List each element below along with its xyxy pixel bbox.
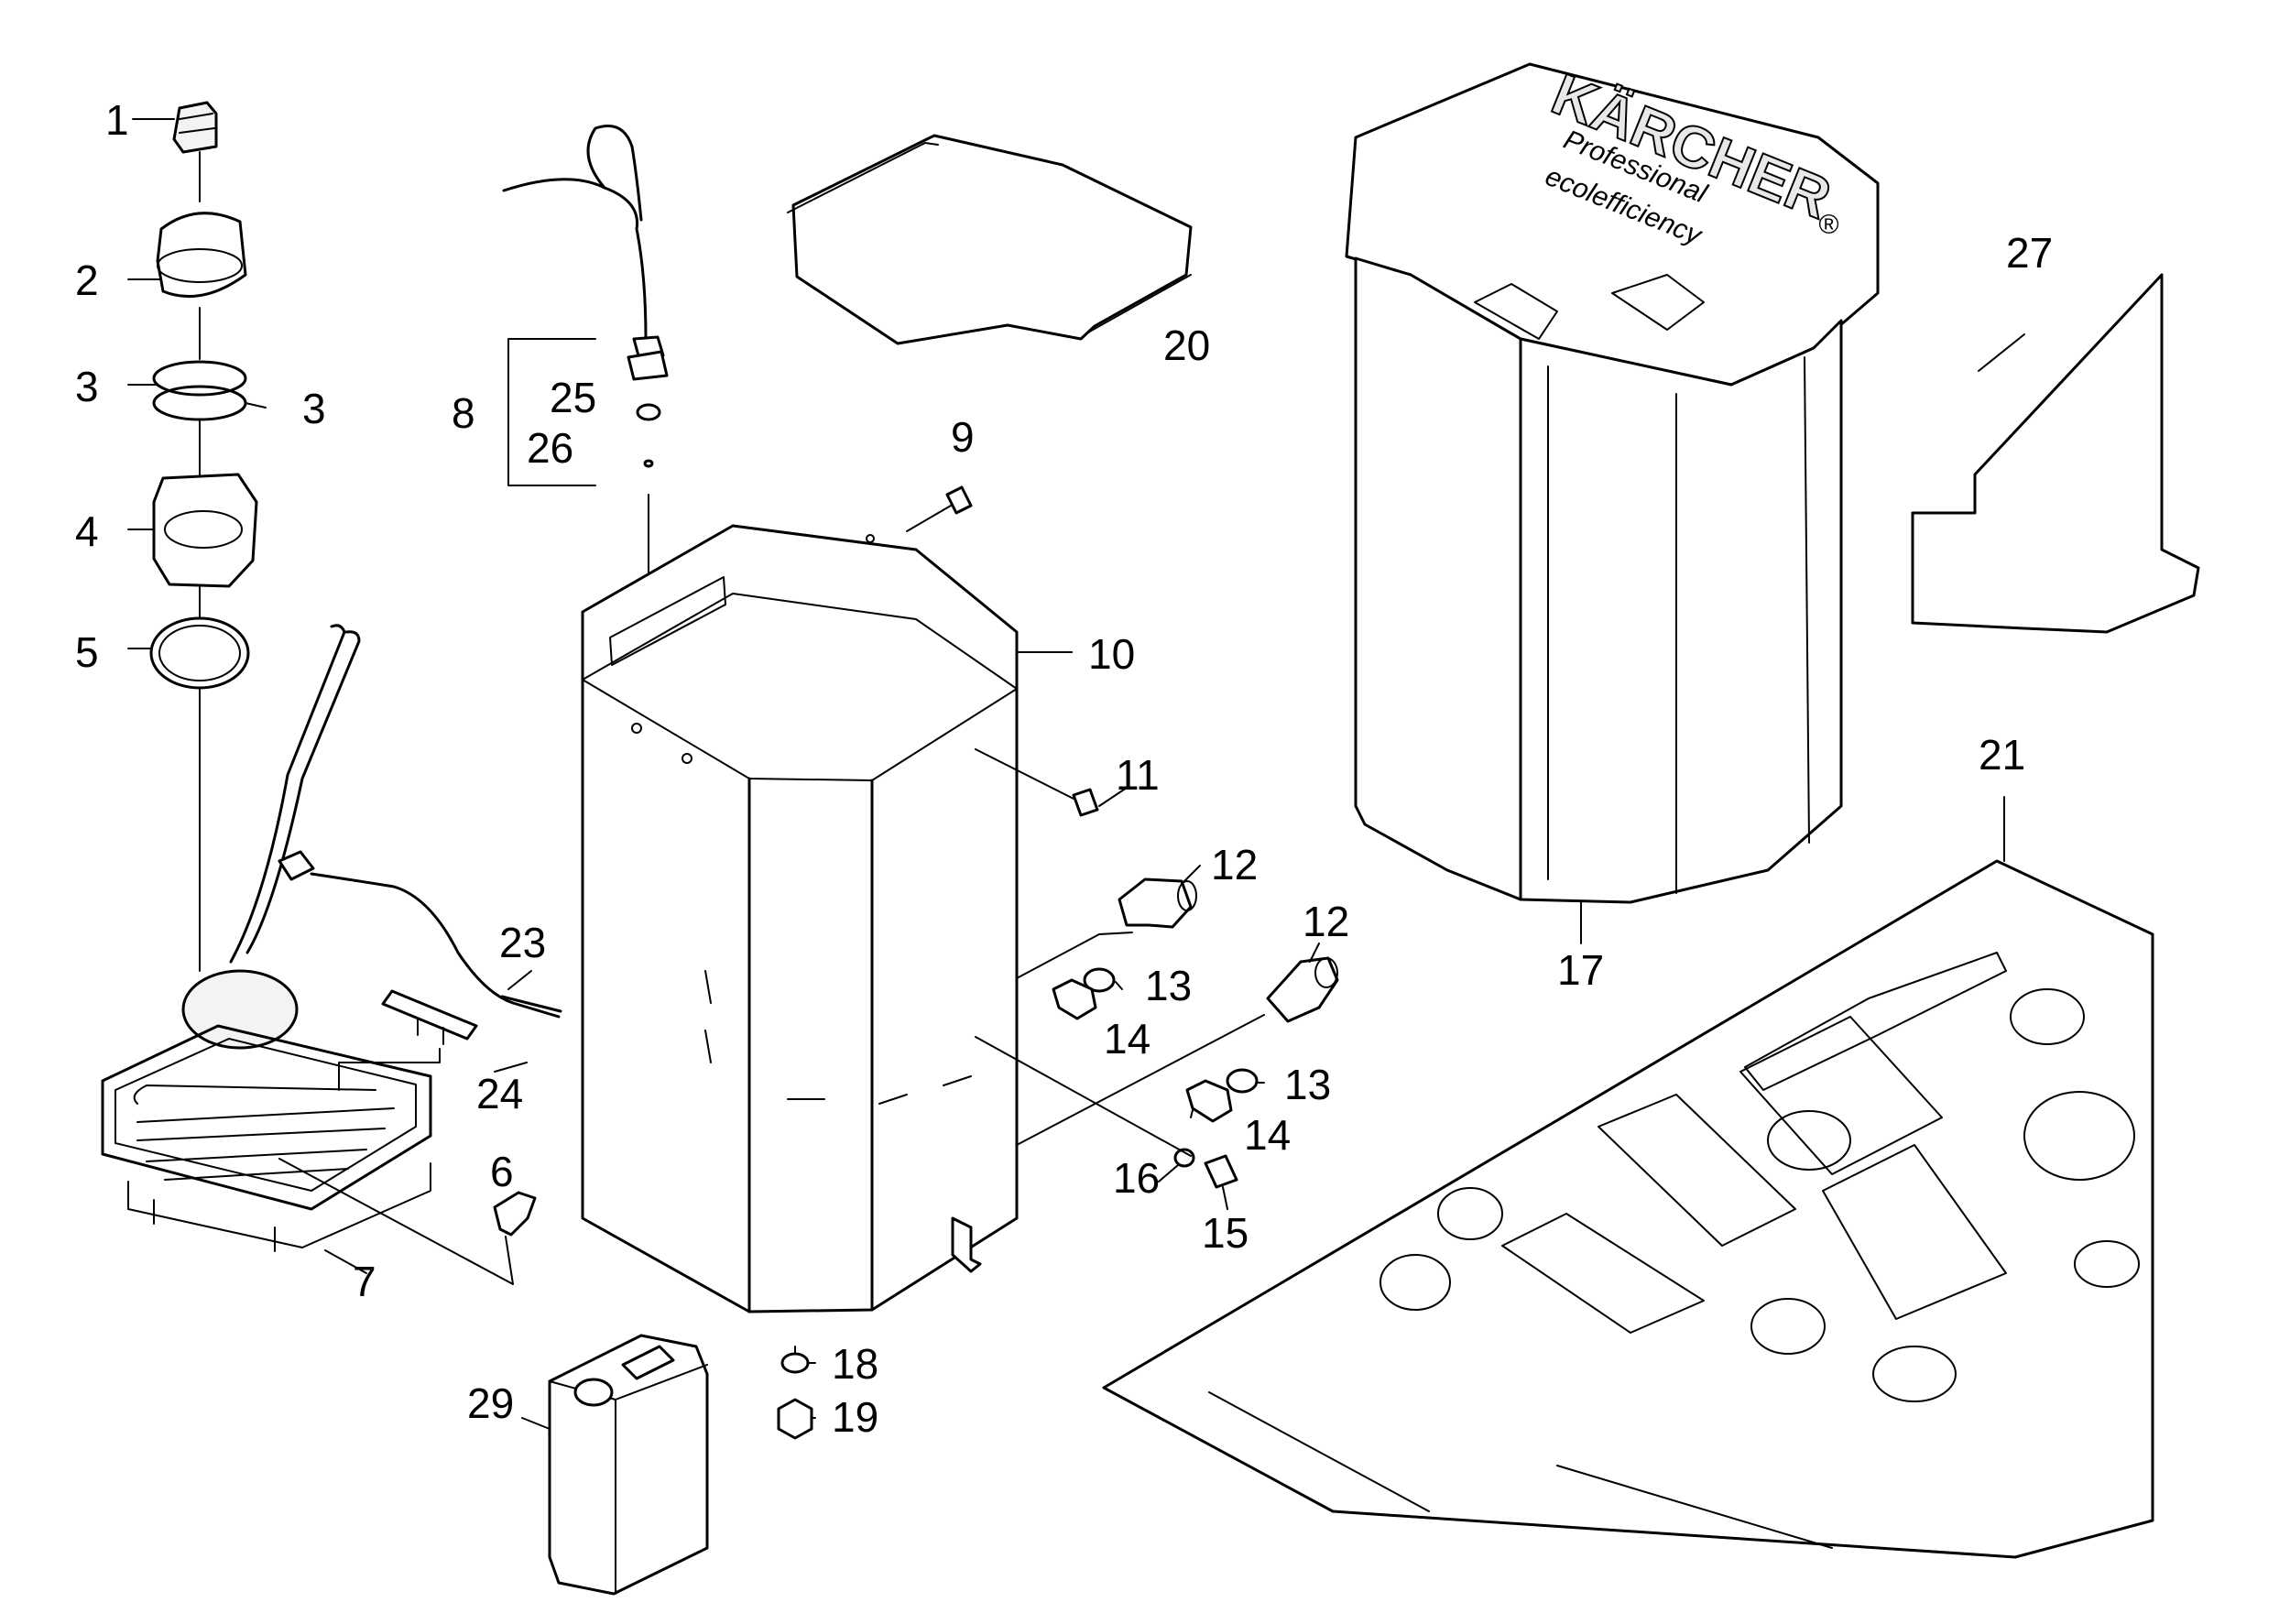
part-15-fitting [1204,1154,1238,1189]
callout-14-lower: 14 [1244,1111,1291,1159]
part-27-side-panel [1911,273,2200,634]
callout-3-left: 3 [75,363,99,410]
callout-16: 16 [1113,1154,1160,1202]
callout-10: 10 [1088,630,1135,678]
callout-20: 20 [1163,322,1210,369]
callout-23: 23 [499,919,546,966]
callout-12-lower: 12 [1303,898,1349,945]
part-24-leader [338,1048,441,1091]
part-7-heating-coil [101,624,432,1252]
part-18-washer [780,1352,810,1374]
callout-25: 25 [550,374,596,421]
callout-leaders-left [127,118,532,1274]
part-17-tank: KÄRCHER Professional ecolefficiency ® [1345,60,1880,904]
callout-14-upper: 14 [1104,1015,1150,1063]
callout-3-right: 3 [302,385,326,432]
callout-29: 29 [467,1379,514,1427]
callout-2: 2 [75,256,99,304]
part-14-nut-lower [1185,1079,1233,1123]
callout-21: 21 [1979,731,2025,779]
callout-9: 9 [951,413,975,461]
callout-labels: 1 2 3 3 4 5 6 7 8 9 10 11 12 12 13 13 14… [75,96,2053,1441]
fitting-leaders [975,932,1265,1157]
callout-12-upper: 12 [1211,841,1258,888]
callout-6: 6 [490,1148,514,1195]
callout-18: 18 [832,1340,878,1388]
part-14-nut-upper [1052,978,1097,1020]
part-10-housing [581,524,1019,1313]
brand-registered-mark: ® [1818,210,1839,240]
callout-13-upper: 13 [1145,962,1192,1009]
part-8-bracket-line [507,338,596,486]
callout-15: 15 [1202,1209,1249,1257]
part-16-washer [1173,1148,1195,1168]
part-11-fitting [975,748,1099,817]
part-23-sensor-cable [278,850,562,1019]
part-19-plug [777,1398,813,1440]
part-6-clip [493,1191,537,1237]
callout-5: 5 [75,628,99,676]
part-1-cap [172,101,218,154]
callout-13-lower: 13 [1284,1061,1331,1108]
part-9-screw [906,485,973,532]
part-13-washer-lower [1226,1068,1259,1094]
callout-8: 8 [452,389,475,437]
callout-19: 19 [832,1393,878,1441]
part-29-canister [548,1334,709,1596]
callout-17: 17 [1557,946,1604,994]
callout-leaders-center [521,651,1320,1430]
callout-11: 11 [1116,751,1160,799]
part-5-o-ring [149,616,250,690]
part-13-washer-upper [1083,967,1116,993]
part-24-bracket [381,989,478,1045]
callout-27: 27 [2006,229,2053,277]
part-12-elbow-lower [1266,956,1339,1023]
part-3-rings [152,360,247,421]
part-21-base-plate [1102,859,2154,1559]
part-8-level-sensor [502,125,669,468]
callout-1: 1 [105,96,129,144]
part-4-hex-nut [152,473,258,588]
part-2-cup [156,212,247,298]
part-20-cover-plate [787,134,1193,345]
part-6-leader [278,1158,514,1285]
callout-24: 24 [476,1070,523,1117]
callout-4: 4 [75,507,99,555]
part-27-leader [1978,333,2025,372]
part-12-elbow-upper [1118,877,1197,929]
callout-26: 26 [527,424,573,472]
callout-7: 7 [353,1258,376,1305]
